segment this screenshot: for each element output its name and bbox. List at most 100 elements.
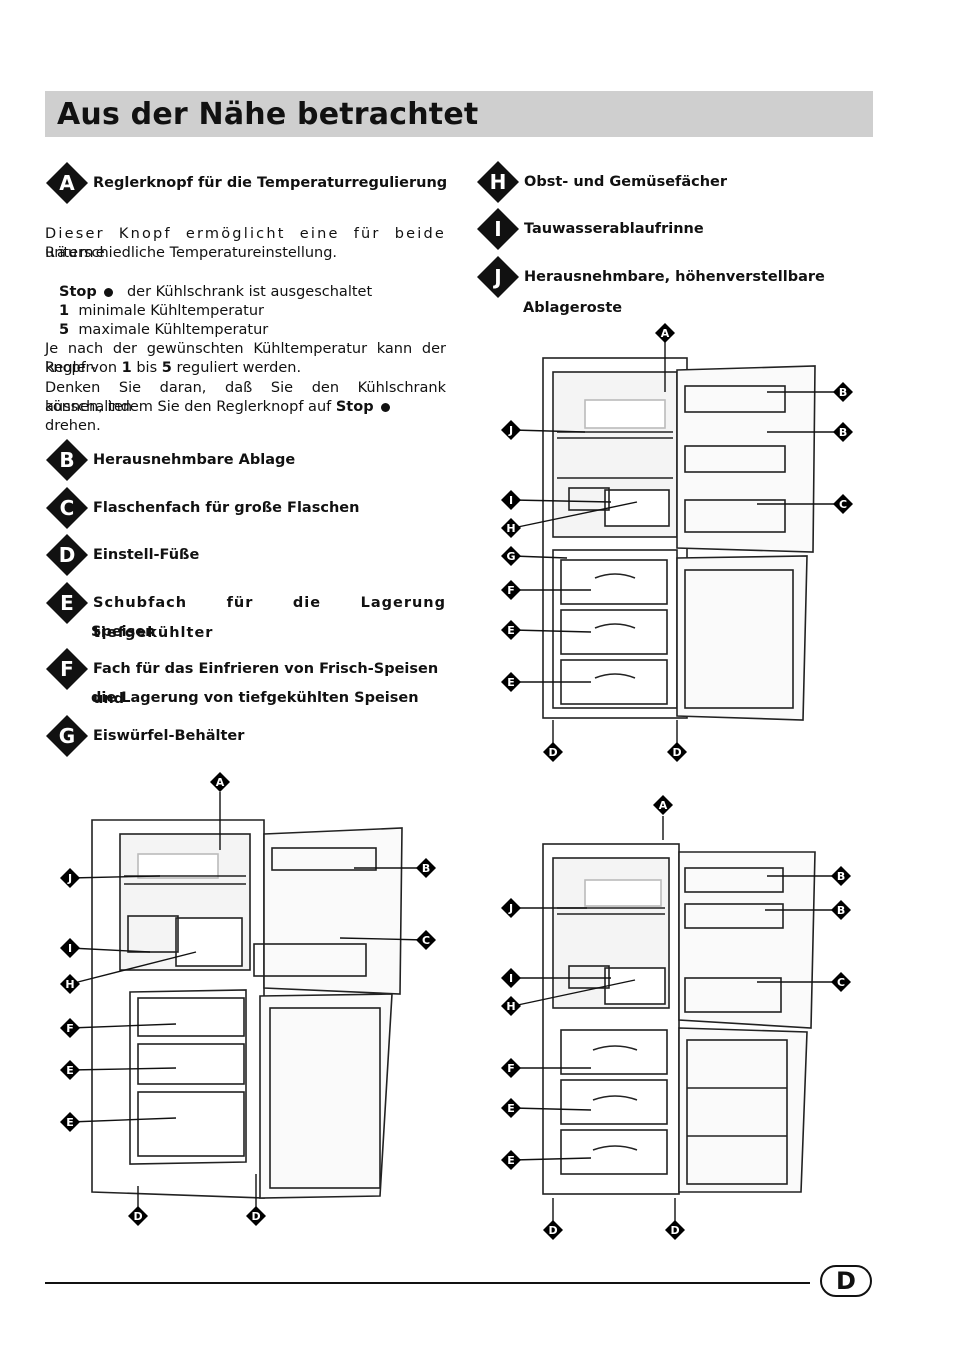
legend-a-label: Reglerknopf für die Temperaturregulierun…: [93, 175, 448, 191]
stop-dot-icon: [104, 288, 114, 297]
setting-1-line: 1 minimale Kühltemperatur: [59, 302, 264, 321]
svg-text:E: E: [507, 1102, 515, 1115]
svg-text:B: B: [839, 386, 847, 399]
stop-line: Stop der Kühlschrank ist ausgeschaltet: [59, 283, 372, 302]
svg-text:J: J: [67, 872, 72, 885]
callout-b: B: [833, 422, 853, 442]
svg-text:F: F: [66, 1022, 74, 1035]
callout-d: D: [543, 1220, 563, 1240]
setting-1-num: 1: [59, 303, 70, 319]
badge-j-icon: J: [476, 255, 520, 299]
legend-j-label: Herausnehmbare, höhenverstellbare: [524, 269, 825, 285]
svg-text:J: J: [508, 902, 513, 915]
badge-h-icon: H: [476, 160, 520, 204]
svg-text:E: E: [66, 1116, 74, 1129]
callout-b: B: [416, 858, 436, 878]
legend-g-label: Eiswürfel-Behälter: [93, 728, 245, 744]
legend-h-label: Obst- und Gemüsefächer: [524, 174, 728, 190]
callout-b: B: [831, 866, 851, 886]
callout-e: E: [60, 1112, 80, 1132]
setting-5-num: 5: [59, 322, 70, 338]
svg-text:D: D: [251, 1210, 260, 1223]
svg-text:G: G: [506, 550, 515, 563]
title-bar: Aus der Nähe betrachtet: [45, 91, 873, 137]
callout-j: J: [501, 898, 521, 918]
stop-text: der Kühlschrank ist ausgeschaltet: [126, 284, 373, 300]
badge-d-icon: D: [45, 533, 89, 577]
fridge-diagram-open-1: A B B C J I H G F E E D D: [501, 323, 853, 762]
callout-c: C: [831, 972, 851, 992]
paragraph-line2: knopf von 1 bis 5 reguliert werden.: [45, 360, 302, 376]
svg-text:E: E: [507, 624, 515, 637]
svg-text:E: E: [66, 1064, 74, 1077]
callout-d: D: [128, 1206, 148, 1226]
callout-h: H: [60, 974, 80, 994]
callout-h: H: [501, 518, 521, 538]
callout-f: F: [501, 580, 521, 600]
badge-c-icon: C: [45, 486, 89, 530]
svg-text:D: D: [672, 746, 681, 759]
callout-d: D: [665, 1220, 685, 1240]
callout-e: E: [501, 672, 521, 692]
svg-text:I: I: [68, 942, 72, 955]
callout-e: E: [501, 1150, 521, 1170]
legend-e-label: Schubfach für die Lagerung tiefgekühlter: [93, 595, 446, 641]
legend-e: E Schubfach für die Lagerung tiefgekühlt…: [45, 581, 446, 648]
svg-text:A: A: [661, 327, 670, 340]
callout-e: E: [501, 1098, 521, 1118]
callout-e: E: [60, 1060, 80, 1080]
callout-i: I: [501, 968, 521, 988]
legend-d-label: Einstell-Füße: [93, 547, 200, 563]
legend-d: D Einstell-Füße: [45, 533, 199, 577]
fridge-diagram-open-3: A B B C J I H F E E D D: [501, 795, 851, 1240]
svg-text:F: F: [507, 1062, 515, 1075]
legend-i: I Tauwasserablaufrinne: [476, 207, 704, 251]
legend-i-label: Tauwasserablaufrinne: [524, 221, 704, 237]
paragraph-line4: können, indem Sie den Reglerknopf auf St…: [45, 398, 446, 436]
callout-j: J: [501, 420, 521, 440]
svg-text:A: A: [216, 776, 225, 789]
badge-g-icon: G: [45, 714, 89, 758]
svg-text:H: H: [506, 522, 515, 535]
legend-a: A Reglerknopf für die Temperaturregulier…: [45, 161, 447, 205]
svg-text:F: F: [507, 584, 515, 597]
svg-text:J: J: [508, 424, 513, 437]
svg-text:E: E: [507, 676, 515, 689]
callout-a: A: [653, 795, 673, 815]
legend-b-label: Herausnehmbare Ablage: [93, 452, 296, 468]
svg-text:I: I: [509, 972, 513, 985]
stop-dot-icon: [381, 403, 391, 412]
svg-text:B: B: [837, 904, 845, 917]
stop-label: Stop: [59, 284, 97, 300]
svg-text:C: C: [422, 934, 430, 947]
svg-text:D: D: [548, 746, 557, 759]
legend-g: G Eiswürfel-Behälter: [45, 714, 244, 758]
callout-f: F: [501, 1058, 521, 1078]
page-language-badge: D: [820, 1265, 872, 1297]
footer-rule: [45, 1282, 810, 1284]
callout-h: H: [501, 996, 521, 1016]
callout-b: B: [831, 900, 851, 920]
svg-text:D: D: [548, 1224, 557, 1237]
legend-f-label-2: die Lagerung von tiefgekühlten Speisen: [91, 690, 419, 706]
svg-text:B: B: [422, 862, 430, 875]
legend-f-label: Fach für das Einfrieren von Frisch-Speis…: [93, 661, 439, 707]
callout-b: B: [833, 382, 853, 402]
setting-5-text: maximale Kühltemperatur: [78, 322, 269, 338]
callout-i: I: [60, 938, 80, 958]
svg-text:I: I: [509, 494, 513, 507]
callout-c: C: [833, 494, 853, 514]
callout-a: A: [210, 772, 230, 792]
svg-text:B: B: [837, 870, 845, 883]
callout-g: G: [501, 546, 521, 566]
callout-d: D: [246, 1206, 266, 1226]
legend-f: F Fach für das Einfrieren von Frisch-Spe…: [45, 647, 446, 714]
svg-text:H: H: [65, 978, 74, 991]
svg-text:B: B: [839, 426, 847, 439]
svg-text:C: C: [839, 498, 847, 511]
callout-a: A: [655, 323, 675, 343]
legend-c: C Flaschenfach für große Flaschen: [45, 486, 359, 530]
legend-e-label-2: Speisen: [91, 624, 156, 640]
setting-1-text: minimale Kühltemperatur: [78, 303, 264, 319]
svg-text:A: A: [659, 799, 668, 812]
